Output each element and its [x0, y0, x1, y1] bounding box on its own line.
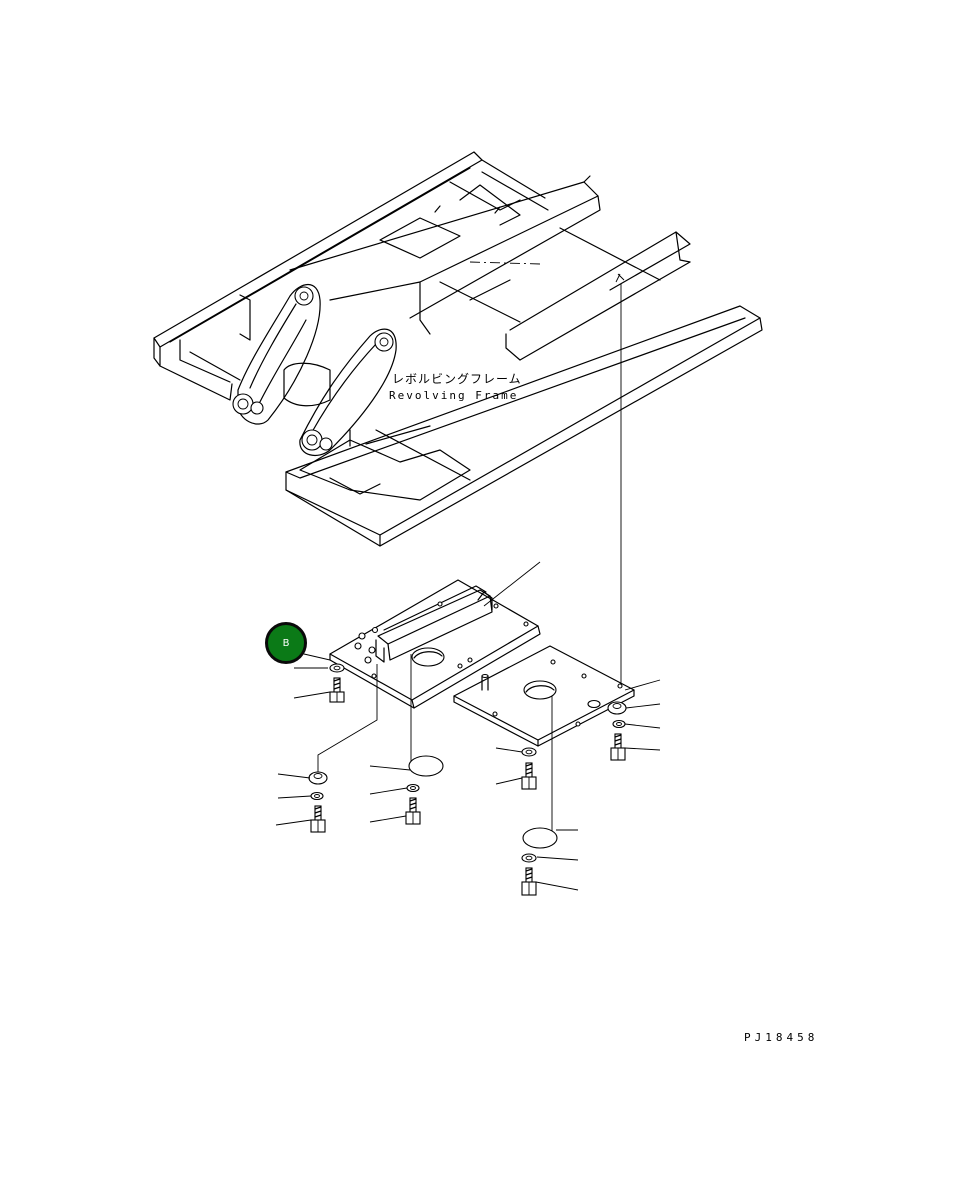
callout-badge-label: B	[282, 637, 290, 649]
bolt	[329, 677, 345, 703]
drawing-number: PJ18458	[744, 1031, 819, 1044]
frame-label-english: Revolving Frame	[389, 389, 519, 402]
alignment-lines	[317, 284, 622, 832]
fasteners	[308, 663, 627, 896]
left-cover-plate	[329, 579, 541, 709]
frame-label-japanese: レボルビングフレーム	[392, 372, 522, 386]
leader-lines	[275, 561, 661, 891]
revolving-frame	[153, 151, 763, 547]
callout-badge-b[interactable]: B	[265, 622, 307, 664]
right-cover-plate	[453, 645, 635, 747]
